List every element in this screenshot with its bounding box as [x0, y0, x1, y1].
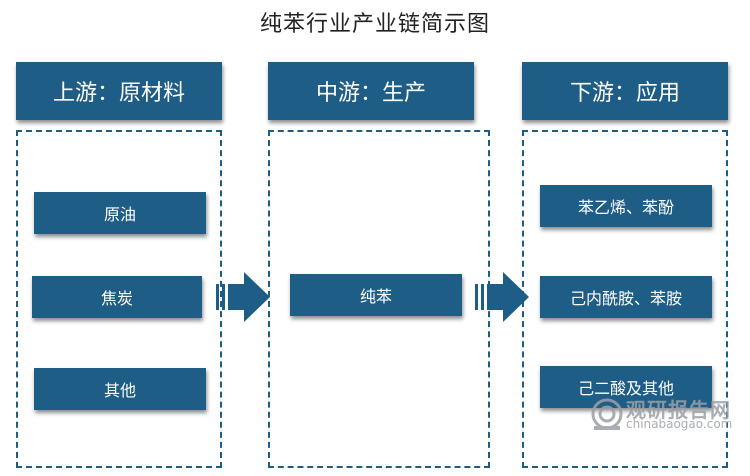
watermark: 观研报告网 chinabaogao.com	[590, 394, 740, 438]
midstream-item-benzene: 纯苯	[290, 274, 462, 316]
upstream-box	[16, 130, 222, 468]
diagram-title: 纯苯行业产业链简示图	[259, 12, 490, 37]
watermark-text-en: chinabaogao.com	[626, 417, 733, 431]
midstream-header: 中游：生产	[268, 62, 474, 120]
downstream-header: 下游：应用	[522, 62, 728, 120]
watermark-text-cn: 观研报告网	[626, 398, 731, 422]
upstream-item-crude-oil: 原油	[34, 192, 206, 234]
flow-arrow-icon	[216, 272, 270, 322]
downstream-box	[522, 130, 728, 468]
upstream-header: 上游：原材料	[16, 62, 222, 120]
upstream-item-other: 其他	[34, 368, 206, 410]
watermark-logo-icon	[591, 398, 623, 430]
downstream-item-caprolactam-aniline: 己内酰胺、苯胺	[540, 276, 712, 318]
upstream-item-coke: 焦炭	[32, 276, 202, 318]
downstream-item-adipic-acid-other: 己二酸及其他	[540, 366, 712, 408]
flow-arrow-icon	[475, 272, 529, 322]
downstream-item-styrene-phenol: 苯乙烯、苯酚	[540, 185, 712, 227]
